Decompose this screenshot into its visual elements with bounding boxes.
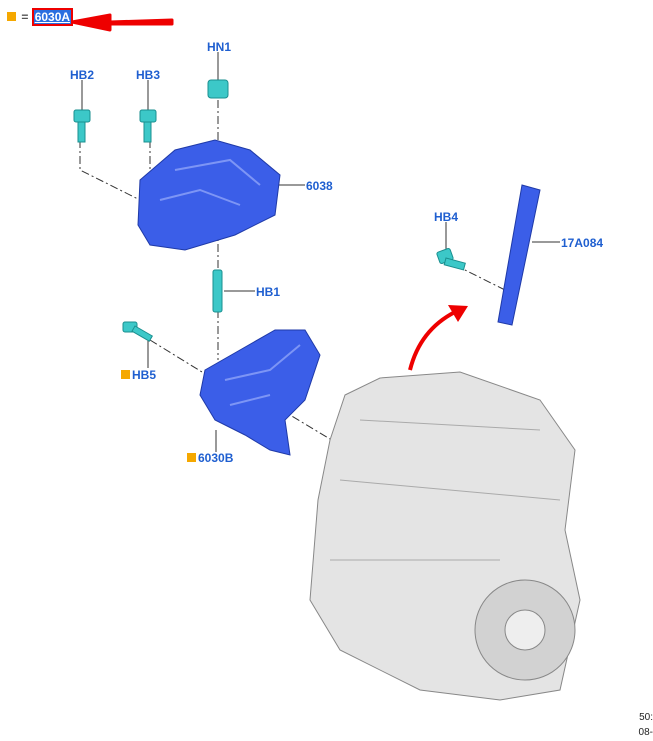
nut-hn1 — [207, 79, 229, 99]
engine — [309, 371, 581, 701]
marker-square-icon — [121, 370, 130, 379]
marker-square-icon — [187, 453, 196, 462]
label-hb2[interactable]: HB2 — [70, 68, 95, 82]
legend: = 6030A — [7, 8, 74, 26]
bolt-hb5 — [122, 321, 154, 342]
label-hb1[interactable]: HB1 — [256, 285, 281, 299]
reference-code: 50: 08- — [638, 712, 653, 738]
marker-square-icon — [7, 12, 16, 21]
bolt-hb4 — [436, 248, 466, 271]
bolt-hb3 — [139, 109, 157, 143]
bracket-6030b — [199, 329, 321, 456]
label-hb4[interactable]: HB4 — [434, 210, 459, 224]
bracket-6038 — [137, 139, 281, 251]
bolt-hb2 — [73, 109, 91, 143]
legend-arrow — [70, 13, 174, 32]
stud-hb1 — [212, 269, 223, 313]
label-hb5[interactable]: HB5 — [121, 368, 156, 382]
selected-part-link[interactable]: 6030A — [31, 8, 74, 26]
label-hb3[interactable]: HB3 — [136, 68, 161, 82]
direction-arrow — [408, 310, 456, 371]
leaders — [81, 52, 560, 452]
label-hn1[interactable]: HN1 — [207, 40, 232, 54]
label-6030b[interactable]: 6030B — [187, 451, 233, 465]
label-17a084[interactable]: 17A084 — [561, 236, 604, 250]
strap-17a084 — [497, 184, 541, 326]
label-6038[interactable]: 6038 — [306, 179, 333, 193]
